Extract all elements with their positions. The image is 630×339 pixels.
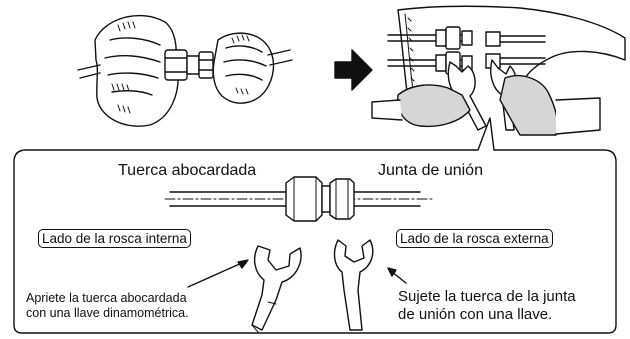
torque-wrench-instruction: Apriete la tuerca abocardada con una lla… bbox=[26, 291, 189, 321]
hold-union-instruction: Sujete la tuerca de la junta de unión co… bbox=[398, 288, 576, 324]
callout-outline bbox=[13, 117, 617, 334]
right-arrow-icon bbox=[334, 49, 373, 91]
hold-union-instruction-line-1: Sujete la tuerca de la junta bbox=[398, 288, 576, 305]
hands-holding-joint-illustration bbox=[77, 14, 293, 127]
leader-lines bbox=[187, 259, 407, 288]
unit-with-wrenches-illustration bbox=[371, 5, 626, 136]
wrenches-detail bbox=[251, 239, 374, 333]
union-joint-label: Junta de unión bbox=[378, 162, 483, 179]
flare-nut-label: Tuerca abocardada bbox=[118, 162, 257, 179]
hold-union-instruction-line-2: de unión con una llave. bbox=[398, 306, 553, 323]
external-thread-side-label: Lado de la rosca externa bbox=[396, 229, 553, 248]
internal-thread-side-label: Lado de la rosca interna bbox=[38, 229, 191, 248]
torque-wrench-instruction-line-1: Apriete la tuerca abocardada bbox=[26, 291, 187, 305]
torque-wrench-instruction-line-2: con una llave dinamométrica. bbox=[26, 306, 189, 320]
flare-joint-detail bbox=[164, 176, 433, 222]
